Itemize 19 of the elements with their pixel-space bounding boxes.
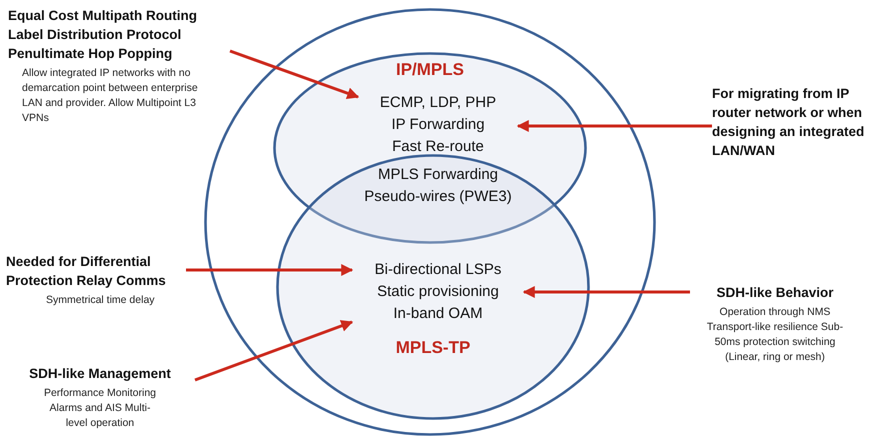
feature-list: ECMP, LDP, PHP IP Forwarding Fast Re-route xyxy=(379,92,497,158)
annotation-note: Symmetrical time delay xyxy=(46,293,156,308)
annotation-heading: SDH-like Behavior xyxy=(715,284,835,302)
annotation-heading: Needed for Differential Protection Relay Comms xyxy=(6,253,167,290)
annotation-heading: For migrating from IP router network or when designing an integrated LAN/WAN xyxy=(712,85,866,160)
arrow xyxy=(516,120,712,132)
annotation-note: Operation through NMS Transport-like resilience Sub-50ms protection switching (Linear, ring or mesh) xyxy=(706,305,844,365)
feature-list: Bi-directional LSPs Static provisioning In-band OAM xyxy=(367,259,509,325)
overlap-label: MPLS Forwarding Pseudo-wires (PWE3) xyxy=(363,165,513,207)
arrow xyxy=(230,50,360,99)
annotation-note: Performance Monitoring Alarms and AIS Multi-level operation xyxy=(42,386,158,431)
annotation-note: Allow integrated IP networks with no demarcation point between enterprise LAN and provider. Allow Multipoint L3 VPNs xyxy=(22,66,199,126)
annotation-heading: Equal Cost Multipath Routing Label Distribution Protocol Penultimate Hop Popping xyxy=(8,7,198,63)
annotation-heading: SDH-like Management xyxy=(28,365,172,383)
set-title: MPLS-TP xyxy=(394,338,472,358)
arrow xyxy=(194,320,354,382)
set-title: IP/MPLS xyxy=(394,60,465,80)
arrow xyxy=(186,264,354,276)
arrow xyxy=(522,286,690,298)
